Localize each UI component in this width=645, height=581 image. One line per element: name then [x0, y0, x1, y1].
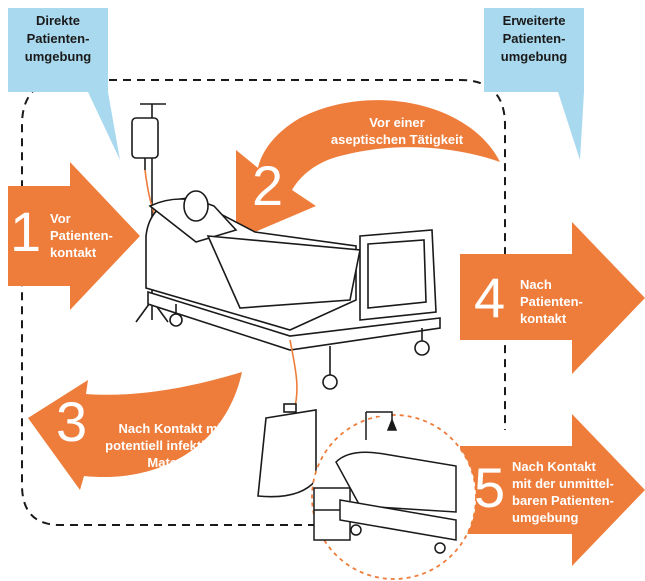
moment-1-label: Vor Patienten- kontakt [50, 210, 130, 261]
moment-3-label: Nach Kontakt mit potentiell infektiösem … [92, 420, 252, 471]
moment-2-label: Vor einer aseptischen Tätigkeit [322, 114, 472, 148]
moment-3-number: 3 [56, 394, 87, 450]
moment-4-label: Nach Patienten- kontakt [520, 276, 600, 327]
moment-1-number: 1 [10, 204, 41, 260]
hospital-bed-illustration [146, 191, 440, 410]
drainage-bag-illustration [258, 404, 316, 497]
moment-4-number: 4 [474, 270, 505, 326]
callout-direct-label: Direkte Patienten- umgebung [8, 12, 108, 66]
moment-5-number: 5 [474, 460, 505, 516]
moment-2-number: 2 [252, 158, 283, 214]
callout-extended-label: Erweiterte Patienten- umgebung [484, 12, 584, 66]
moment-5-label: Nach Kontakt mit der unmittel- baren Pat… [512, 458, 632, 526]
